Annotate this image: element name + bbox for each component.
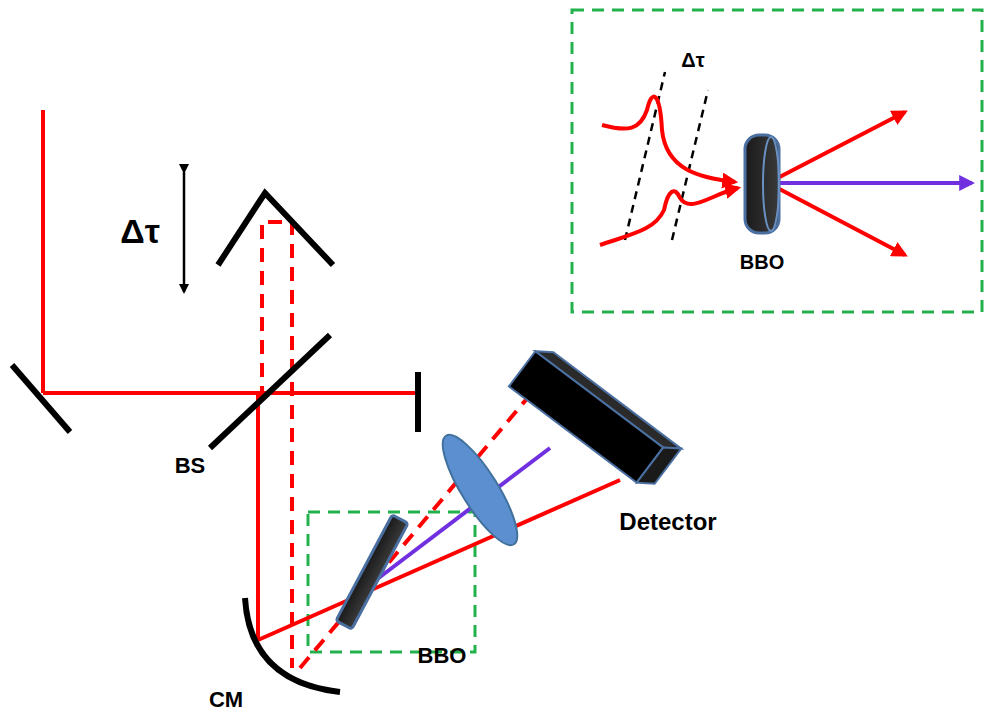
inset-bbo <box>745 135 779 233</box>
part-label: CM <box>209 688 243 712</box>
part-label: BS <box>175 454 206 478</box>
delay-arrow <box>183 172 186 292</box>
bbo-crystal <box>336 515 408 629</box>
inset-frame <box>572 10 982 312</box>
lens <box>431 426 529 554</box>
detector-body <box>509 343 681 491</box>
part-label: Δτ <box>681 49 704 71</box>
inset-pulses <box>600 97 905 255</box>
part-label: Detector <box>619 509 716 535</box>
delayed-beam <box>262 222 530 668</box>
part-label: Δτ <box>120 213 160 250</box>
mirrors <box>12 193 418 692</box>
part-label: BBO <box>740 251 784 273</box>
delay-markers <box>625 72 708 240</box>
inset-sh-beam <box>768 181 972 185</box>
part-label: BBO <box>418 644 467 668</box>
